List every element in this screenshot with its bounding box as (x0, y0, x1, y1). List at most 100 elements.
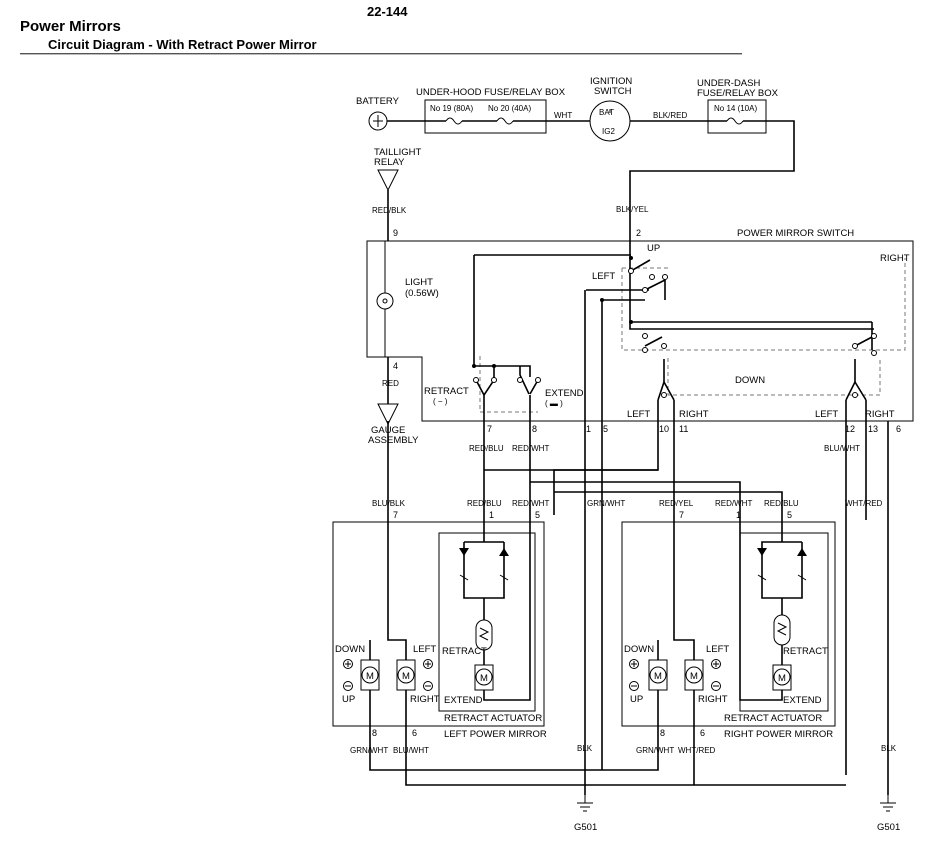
pin-rm-5: 5 (787, 510, 792, 520)
light-label-2: (0.56W) (405, 288, 439, 299)
wire-red-wht-lm: RED/WHT (512, 499, 549, 508)
pin-sw-8: 8 (532, 424, 537, 434)
wire-red-yel: RED/YEL (659, 499, 694, 508)
lm-down-label: DOWN (335, 644, 365, 655)
left-power-mirror-box (332, 521, 545, 727)
fuse-14-label: No 14 (10A) (714, 104, 757, 113)
rm-right-label: RIGHT (698, 694, 728, 705)
pin-rm-6: 6 (700, 728, 705, 738)
fuse-19-label: No 19 (80A) (430, 104, 473, 113)
pin-lm-6: 6 (412, 728, 417, 738)
header-rule (20, 53, 742, 55)
pin-sw-4: 4 (393, 361, 398, 371)
rm-retract-label: RETRACT (783, 646, 828, 657)
wire-red-blu-rm: RED/BLU (764, 499, 799, 508)
pin-sw-13: 13 (868, 424, 878, 434)
ground-left-label: G501 (574, 822, 597, 833)
wire-blk-yel: BLK/YEL (616, 205, 649, 214)
page-subtitle: Circuit Diagram - With Retract Power Mir… (48, 37, 317, 52)
switch-down-label: DOWN (735, 375, 765, 386)
right-retract-resistor (773, 614, 791, 646)
left-mirror-wiring (369, 515, 846, 786)
switch-left-sel-label: LEFT (627, 409, 650, 420)
rm-extend-label: EXTEND (783, 695, 822, 706)
right-power-mirror-label: RIGHT POWER MIRROR (724, 729, 833, 740)
switch-linkage (479, 258, 906, 413)
wire-red-wht-rm: RED/WHT (715, 499, 752, 508)
wire-grn-wht-rm: GRN/WHT (636, 746, 674, 755)
underhood-label: UNDER-HOOD FUSE/RELAY BOX (416, 87, 566, 98)
right-mirror-diodes (757, 548, 807, 581)
rm-up-label: UP (630, 694, 643, 705)
underdash-label-1: UNDER-DASH (697, 78, 760, 89)
switch-right-label: RIGHT (880, 253, 910, 264)
lm-up-label: UP (342, 694, 355, 705)
wire-wht-red-rm: WHT/RED (678, 746, 716, 755)
switch-contacts (472, 256, 877, 398)
rm-down-label: DOWN (624, 644, 654, 655)
switch-up-label: UP (647, 243, 660, 254)
pin-rm-7: 7 (679, 510, 684, 520)
page-number: 22-144 (367, 4, 408, 19)
wire-blk-right: BLK (881, 744, 897, 753)
retract-symbol: ( − ) (433, 397, 448, 406)
extend-symbol: ( ▬ ) (545, 399, 563, 408)
right-motor-1-label: M (654, 671, 662, 682)
lm-extend-label: EXTEND (444, 695, 483, 706)
right-mirror-motor-1 (648, 659, 668, 691)
ignition-label-1: IGNITION (590, 76, 632, 87)
wire-wht: WHT (554, 111, 572, 120)
pin-sw-1: 1 (586, 424, 591, 434)
wire-grn-wht-lm: GRN/WHT (350, 746, 388, 755)
ground-left-symbol (577, 795, 593, 812)
wire-blu-wht-lm: BLU/WHT (393, 746, 429, 755)
battery-label: BATTERY (356, 96, 400, 107)
pin-rm-1: 1 (736, 510, 741, 520)
pin-sw-12: 12 (845, 424, 855, 434)
wire-wht-red: WHT/RED (845, 499, 883, 508)
left-mirror-motor-2 (396, 659, 416, 691)
page-title: Power Mirrors (20, 18, 121, 35)
underhood-fuse-box (424, 99, 547, 134)
supply-wires (387, 120, 795, 240)
switch-title: POWER MIRROR SWITCH (737, 228, 854, 239)
pin-lm-5: 5 (535, 510, 540, 520)
wire-red-blu-lm: RED/BLU (467, 499, 502, 508)
wire-red-wht-sw: RED/WHT (512, 444, 549, 453)
wire-grn-wht: GRN/WHT (587, 499, 625, 508)
right-mirror-wiring (602, 520, 803, 785)
left-mirror-motor-1 (360, 659, 380, 691)
pin-sw-9: 9 (393, 228, 398, 238)
light-symbol (376, 292, 394, 310)
underdash-label-2: FUSE/RELAY BOX (697, 88, 779, 99)
interconnect-wiring (387, 395, 889, 795)
lm-retract-label: RETRACT (442, 646, 487, 657)
pin-sw-6: 6 (896, 424, 901, 434)
pin-sw-5: 5 (603, 424, 608, 434)
light-label-1: LIGHT (405, 277, 433, 288)
motor-polarity-markers (343, 659, 721, 691)
left-mirror-diodes (459, 548, 509, 581)
ignition-label-2: SWITCH (594, 86, 632, 97)
pin-sw-2: 2 (636, 228, 641, 238)
power-mirror-switch-box (366, 240, 914, 422)
lm-retract-actuator-label: RETRACT ACTUATOR (444, 713, 542, 724)
left-mirror-motor-3 (474, 664, 494, 691)
switch-left-sel-label-2: LEFT (815, 409, 838, 420)
left-retract-resistor (475, 619, 493, 651)
wire-blk-left: BLK (577, 744, 593, 753)
left-motor-2-label: M (402, 671, 410, 682)
lm-left-label: LEFT (413, 644, 436, 655)
pin-sw-11: 11 (679, 424, 688, 434)
switch-right-sel-label-2: RIGHT (865, 409, 895, 420)
fuse-20-label: No 20 (40A) (488, 104, 531, 113)
lm-right-label: RIGHT (410, 694, 440, 705)
switch-left-label: LEFT (592, 271, 615, 282)
battery-symbol (368, 111, 388, 131)
wire-red: RED (382, 379, 399, 388)
rm-retract-actuator-label: RETRACT ACTUATOR (724, 713, 822, 724)
gauge-label-2: ASSEMBLY (368, 435, 419, 446)
left-power-mirror-label: LEFT POWER MIRROR (444, 729, 547, 740)
retract-label: RETRACT (424, 386, 469, 397)
